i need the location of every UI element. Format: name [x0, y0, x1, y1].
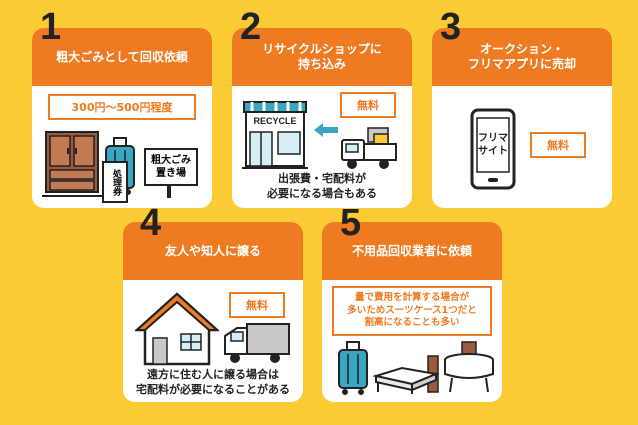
option-4-note-line-1: 遠方に住む人に譲る場合は	[147, 368, 279, 381]
option-card-2: リサイクルショップに 持ち込み RECYCLE 無料 出張費・宅配料が 必要にな…	[232, 28, 412, 208]
option-card-4: 友人や知人に譲る 無料 遠方に住む人に譲る場合は 宅配料が必要になることがある	[123, 222, 303, 402]
bed-icon	[372, 355, 440, 394]
option-2-cost-badge: 無料	[340, 92, 396, 118]
option-2-title-line-2: 持ち込み	[297, 57, 346, 71]
delivery-truck-icon	[224, 323, 290, 363]
option-3-title: オークション・ フリマアプリに売却	[432, 28, 612, 86]
option-2-number: 2	[240, 6, 262, 48]
option-5-note-line-1: 量で費用を計算する場合が	[354, 291, 469, 303]
option-3-title-line-1: オークション・	[479, 42, 564, 56]
sign-post	[167, 184, 171, 198]
option-4-cost-badge: 無料	[229, 292, 285, 318]
ticket-tag-text: 処理券	[110, 168, 121, 196]
option-4-number: 4	[140, 202, 162, 244]
option-5-note-line-3: 割高になることも多い	[364, 317, 460, 329]
option-2-title-line-1: リサイクルショップに	[262, 42, 382, 56]
option-5-number: 5	[340, 202, 362, 244]
option-3-cost-badge: 無料	[530, 132, 586, 158]
option-card-3: オークション・ フリマアプリに売却 フリマ サイト 無料	[432, 28, 612, 208]
phone-screen-text: フリマ サイト	[477, 132, 509, 158]
option-1-cost-badge: 300円〜500円程度	[48, 94, 196, 120]
ticket-tag: 処理券	[102, 161, 128, 203]
option-card-1: 粗大ごみとして回収依頼 300円〜500円程度 処理券 粗大ごみ 置き場	[32, 28, 212, 208]
option-1-number: 1	[40, 6, 62, 48]
table-icon	[444, 341, 494, 393]
arrow-left-icon	[314, 123, 338, 137]
option-2-note-line-1: 出張費・宅配料が	[278, 172, 366, 185]
truck-icon	[341, 127, 397, 169]
recycle-shop-icon	[242, 101, 308, 169]
option-4-note: 遠方に住む人に譲る場合は 宅配料が必要になることがある	[123, 368, 303, 398]
option-2-title: リサイクルショップに 持ち込み	[232, 28, 412, 86]
option-3-title-line-2: フリマアプリに売却	[467, 57, 576, 71]
shop-sign-text: RECYCLE	[253, 116, 297, 126]
phone-line-1: フリマ	[478, 133, 508, 144]
smartphone-icon	[470, 108, 516, 190]
sign-line-2: 置き場	[156, 168, 186, 179]
option-5-title: 不用品回収業者に依頼	[322, 222, 502, 280]
option-card-5: 不用品回収業者に依頼 量で費用を計算する場合が 多いためスーツケース1つだと 割…	[322, 222, 502, 402]
option-4-title: 友人や知人に譲る	[123, 222, 303, 280]
option-5-note-line-2: 多いためスーツケース1つだと	[347, 304, 477, 316]
option-2-note-line-2: 必要になる場合もある	[267, 186, 377, 200]
phone-line-2: サイト	[478, 146, 508, 157]
suitcase-icon	[338, 341, 368, 395]
option-2-note: 出張費・宅配料が 必要になる場合もある	[232, 172, 412, 202]
option-5-note-box: 量で費用を計算する場合が 多いためスーツケース1つだと 割高になることも多い	[332, 286, 492, 336]
sign-line-1: 粗大ごみ	[151, 155, 191, 166]
disposal-area-sign: 粗大ごみ 置き場	[144, 148, 198, 186]
option-4-note-line-2: 宅配料が必要になることがある	[136, 382, 290, 396]
option-1-title: 粗大ごみとして回収依頼	[32, 28, 212, 86]
house-icon	[135, 292, 219, 366]
cabinet-icon	[42, 131, 102, 197]
option-3-number: 3	[440, 6, 462, 48]
